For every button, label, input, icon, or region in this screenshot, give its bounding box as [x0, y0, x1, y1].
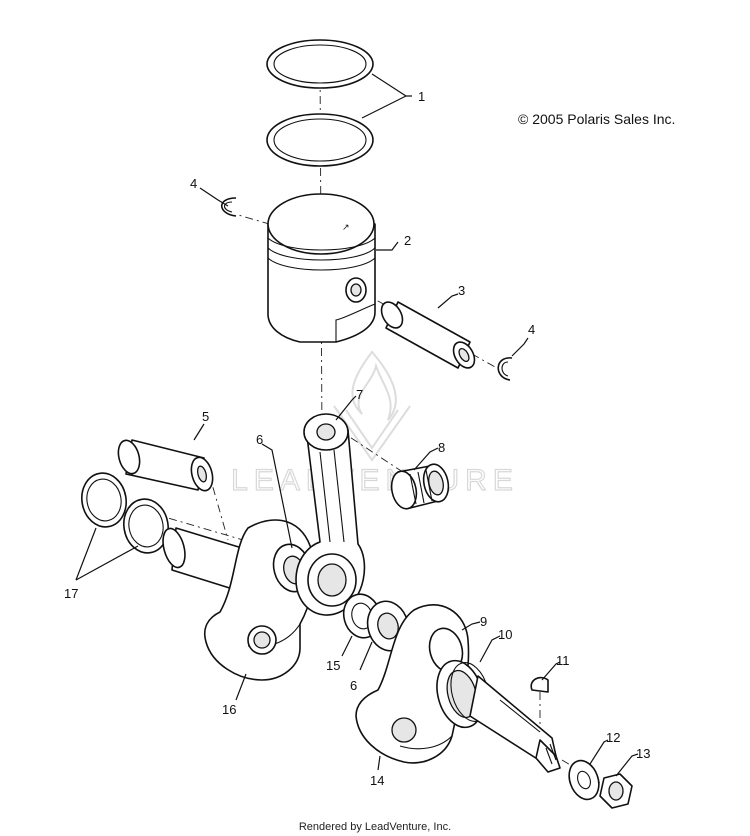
connecting-rod — [295, 413, 366, 616]
callout-9: 9 — [480, 614, 487, 629]
callout-2: 2 — [404, 233, 411, 248]
footer-text: Rendered by LeadVenture, Inc. — [299, 821, 451, 833]
callout-6-lower: 6 — [350, 678, 357, 693]
leader-lines — [75, 73, 639, 777]
watermark-flame-icon — [351, 350, 397, 421]
callout-5: 5 — [202, 409, 209, 424]
crank-half-left — [162, 519, 315, 681]
copyright-text: © 2005 Polaris Sales Inc. — [518, 111, 675, 127]
taper-shaft — [469, 675, 561, 773]
crank-pin — [117, 439, 214, 492]
callout-11: 11 — [556, 653, 570, 668]
callout-14: 14 — [370, 773, 384, 788]
callout-15: 15 — [326, 658, 340, 673]
callout-16: 16 — [222, 702, 236, 717]
piston-rings — [266, 39, 374, 167]
circlip-right — [497, 357, 513, 381]
thrust-washers — [81, 472, 169, 554]
callout-3: 3 — [458, 283, 465, 298]
callout-labels: 1 2 3 4 4 5 6 7 8 9 10 11 12 13 14 15 6 … — [64, 89, 650, 788]
washer — [568, 759, 600, 801]
callout-17: 17 — [64, 586, 78, 601]
svg-text:↗: ↗ — [342, 222, 350, 232]
watermark-text: LEADVENTURE — [231, 464, 519, 497]
callout-10: 10 — [498, 627, 512, 642]
callout-12: 12 — [606, 730, 620, 745]
woodruff-key — [530, 676, 549, 693]
callout-1: 1 — [418, 89, 425, 104]
nut — [599, 773, 633, 809]
callout-13: 13 — [636, 746, 650, 761]
callout-4-right: 4 — [528, 322, 535, 337]
needle-bearing — [390, 463, 450, 510]
callout-8: 8 — [438, 440, 445, 455]
circlip-left — [220, 197, 237, 217]
piston: ↗ — [267, 193, 376, 343]
callout-7: 7 — [356, 387, 363, 402]
callout-6-upper: 6 — [256, 432, 263, 447]
callout-4-left: 4 — [190, 176, 197, 191]
watermark: LEADVENTURE — [231, 350, 519, 498]
piston-pin — [380, 301, 476, 369]
